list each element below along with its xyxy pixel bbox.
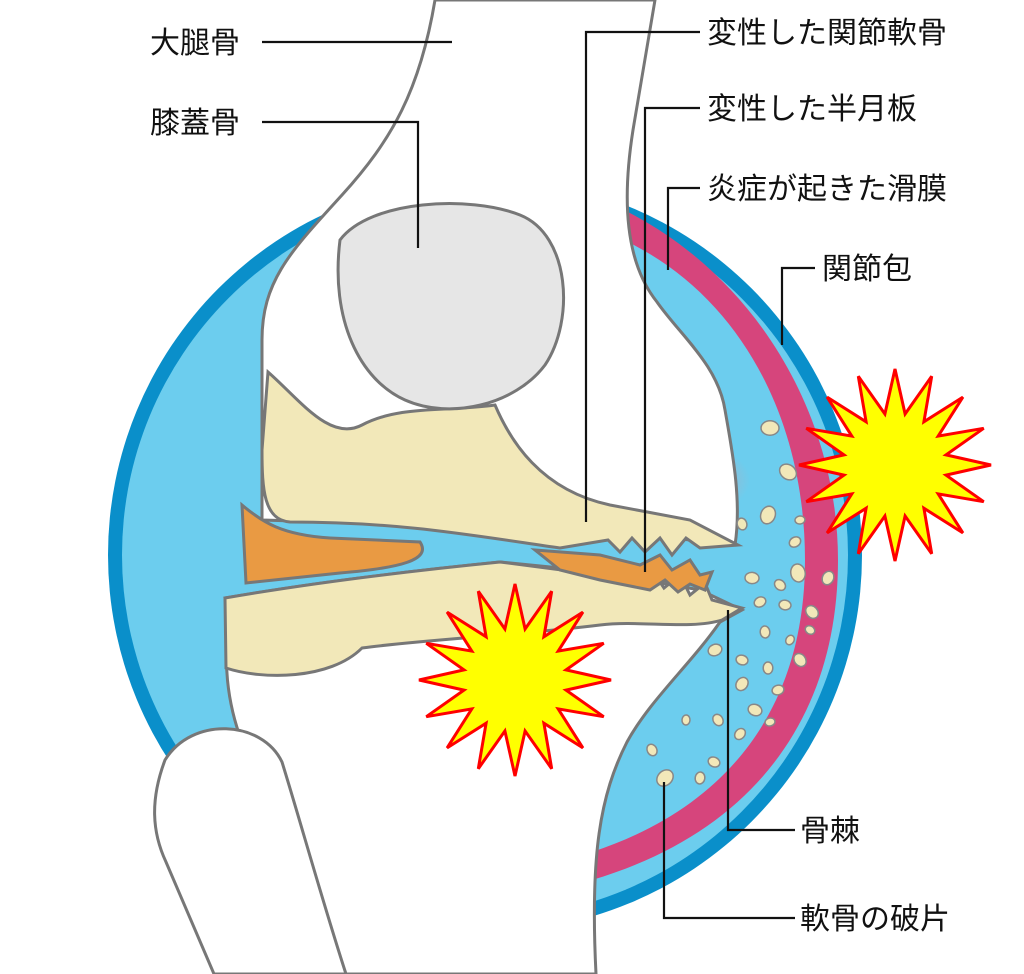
leader-capsule: [780, 266, 815, 345]
cartilage-fragment: [735, 676, 749, 692]
cartilage-fragment: [707, 643, 723, 657]
cartilage-fragment: [707, 756, 721, 768]
cartilage-fragment: [804, 604, 820, 620]
cartilage-fragment: [759, 625, 771, 639]
cartilage-fragment: [764, 717, 776, 727]
cartilage-fragment: [735, 654, 749, 666]
cartilage-fragment: [712, 713, 724, 727]
label-osteophyte: 骨棘: [800, 814, 860, 849]
label-degenerated-cartilage: 変性した関節軟骨: [707, 16, 947, 51]
cartilage-fragments: [646, 420, 835, 787]
cartilage-fragment: [778, 599, 792, 611]
label-inflamed-synovium: 炎症が起きた滑膜: [707, 172, 947, 207]
leader-meniscus: [643, 106, 700, 572]
inflamed-synovium: [592, 212, 838, 880]
pain-star-icon: [418, 583, 612, 777]
pain-star-icon: [798, 368, 992, 562]
label-joint-capsule: 関節包: [822, 252, 912, 287]
cartilage-fragment: [788, 536, 802, 548]
label-patella: 膝蓋骨: [150, 106, 240, 141]
patella: [336, 202, 565, 411]
cartilage-fragment: [773, 578, 787, 592]
cartilage-fragment: [793, 652, 807, 668]
meniscus-left: [240, 501, 424, 585]
meniscus-right: [530, 548, 715, 594]
cartilage-fragment: [733, 727, 747, 741]
cartilage-fragment: [753, 596, 767, 608]
cartilage-fragment: [759, 505, 777, 525]
cartilage-fragment: [747, 703, 763, 717]
leader-synovium: [666, 186, 700, 270]
cartilage-fragment: [771, 684, 785, 696]
cartilage-fragment: [656, 769, 674, 787]
cartilage-fragment: [760, 420, 780, 436]
cartilage-fragment: [681, 714, 691, 726]
cartilage-fragment: [821, 570, 835, 586]
cartilage-fragment: [784, 634, 796, 646]
leader-cartilage: [584, 30, 700, 522]
cartilage-fragment: [804, 624, 816, 636]
fibula: [153, 727, 348, 974]
leader-patella: [262, 120, 420, 248]
cartilage-fragment: [694, 771, 706, 785]
cartilage-fragment: [778, 463, 798, 481]
cartilage-fragment: [736, 517, 748, 531]
femur-condyle: [260, 368, 744, 558]
label-femur: 大腿骨: [150, 26, 240, 61]
label-degenerated-meniscus: 変性した半月板: [707, 92, 917, 127]
cartilage-fragment: [794, 515, 806, 525]
cartilage-fragment: [762, 661, 774, 675]
leader-osteophyte: [726, 610, 795, 832]
cartilage-fragment: [789, 563, 807, 583]
label-cartilage-fragments: 軟骨の破片: [800, 902, 950, 937]
cartilage-fragment: [646, 743, 658, 757]
leader-fragments: [662, 782, 795, 920]
cartilage-fragment: [744, 571, 760, 585]
